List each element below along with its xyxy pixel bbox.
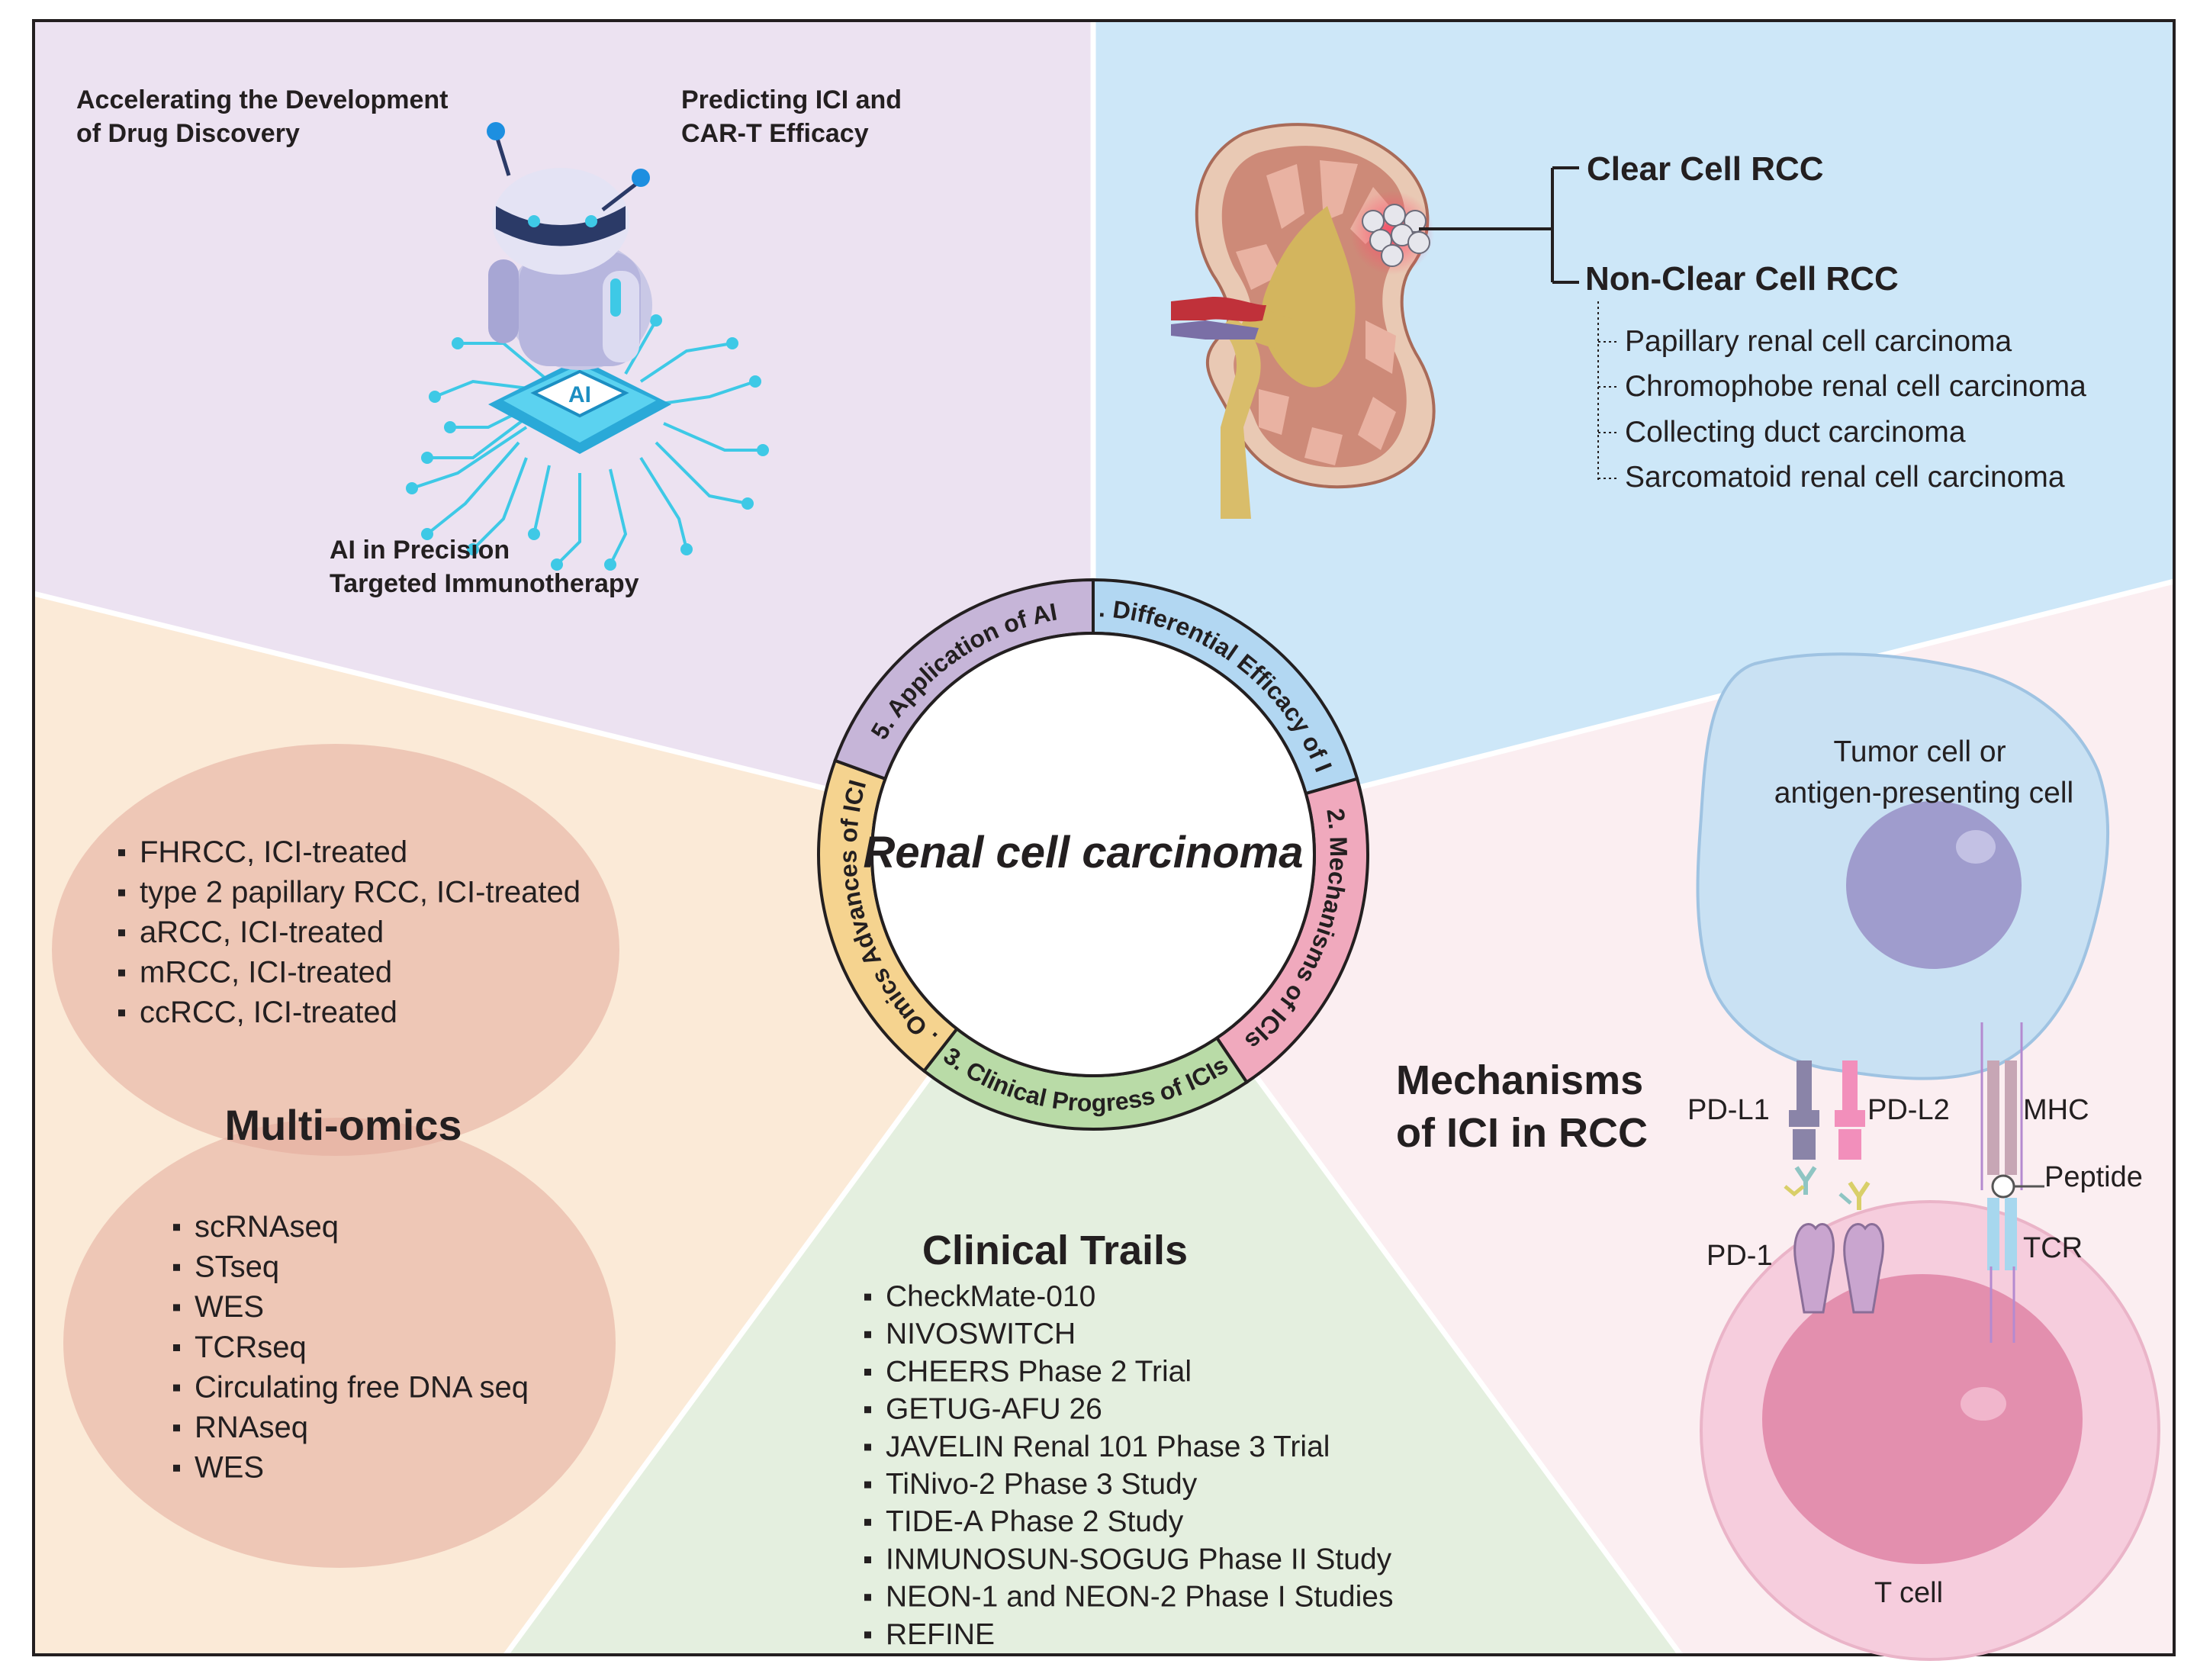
bullet [864, 1443, 871, 1451]
bullet [864, 1293, 871, 1301]
rcc-subtype-dotted-lines [1597, 301, 1617, 482]
bullet [118, 929, 125, 937]
pd-l1-label: PD-L1 [1687, 1094, 1770, 1126]
tumor-cell-label: Tumor cell or antigen-presenting cell [1774, 735, 2073, 809]
list-item: GETUG-AFU 26 [886, 1393, 1102, 1426]
t-cell-illustration [1700, 1200, 2160, 1661]
list-item: Circulating free DNA seq [195, 1370, 529, 1404]
bullet [173, 1304, 180, 1311]
peptide-label: Peptide [2044, 1161, 2143, 1193]
t-cell-label: T cell [1874, 1577, 1943, 1609]
list-item: mRCC, ICI-treated [140, 956, 392, 990]
bullet [864, 1594, 871, 1601]
list-item: CHEERS Phase 2 Trial [886, 1355, 1192, 1388]
bullet [118, 849, 125, 857]
ai-label-predicting: Predicting ICI and CAR-T Efficacy [681, 85, 909, 148]
bullet [864, 1369, 871, 1376]
rcc-subtype-item: Chromophobe renal cell carcinoma [1625, 370, 2086, 403]
outer-frame [32, 19, 2176, 1656]
bullet [864, 1406, 871, 1414]
rcc-subtype-item: Papillary renal cell carcinoma [1625, 325, 2012, 358]
list-item: type 2 papillary RCC, ICI-treated [140, 876, 581, 909]
bullet [173, 1384, 180, 1392]
list-item: WES [195, 1290, 264, 1324]
bullet [173, 1224, 180, 1231]
bullet [173, 1263, 180, 1271]
bullet [864, 1481, 871, 1489]
panel-clinical-trials [506, 854, 1681, 1655]
rcc-clear-cell-label: Clear Cell RCC [1587, 150, 1824, 188]
pd-1-label: PD-1 [1706, 1240, 1773, 1272]
list-item: aRCC, ICI-treated [140, 916, 384, 949]
bullet [864, 1518, 871, 1526]
rcc-subtype-list: Papillary renal cell carcinoma Chromopho… [1625, 325, 2086, 494]
list-item: NIVOSWITCH [886, 1318, 1076, 1350]
list-item: FHRCC, ICI-treated [140, 835, 407, 869]
bullet [173, 1424, 180, 1432]
rcc-subtype-item: Sarcomatoid renal cell carcinoma [1625, 461, 2065, 494]
rcc-non-clear-cell-label: Non-Clear Cell RCC [1585, 260, 1899, 298]
list-item: CheckMate-010 [886, 1280, 1095, 1313]
kidney-illustration [1171, 123, 1436, 519]
bullet [864, 1631, 871, 1639]
center-title: Renal cell carcinoma [863, 828, 1303, 877]
list-item: scRNAseq [195, 1210, 339, 1244]
list-item: REFINE [886, 1618, 995, 1651]
bullet [118, 969, 125, 977]
tumor-cell-illustration [1696, 652, 2110, 1080]
list-item: WES [195, 1451, 264, 1485]
mechanisms-title: Mechanisms of ICI in RCC [1396, 1057, 1655, 1156]
rcc-subtype-item: Collecting duct carcinoma [1625, 416, 1966, 449]
list-item: RNAseq [195, 1411, 308, 1444]
omics-ellipses [52, 744, 619, 1568]
list-item: NEON-1 and NEON-2 Phase I Studies [886, 1581, 1393, 1614]
chip-ai-label: AI [568, 382, 591, 407]
mhc-label: MHC [2023, 1094, 2089, 1126]
bullet [864, 1556, 871, 1564]
bullet [173, 1464, 180, 1472]
center-circle [870, 632, 1316, 1077]
omics-upper-list: FHRCC, ICI-treated type 2 papillary RCC, … [118, 835, 581, 1029]
list-item: INMUNOSUN-SOGUG Phase II Study [886, 1543, 1392, 1575]
list-item: JAVELIN Renal 101 Phase 3 Trial [886, 1431, 1330, 1463]
bullet [118, 889, 125, 896]
list-item: ccRCC, ICI-treated [140, 996, 397, 1029]
receptor-illustrations [1784, 1022, 2044, 1343]
bullet [118, 1009, 125, 1017]
tcr-label: TCR [2023, 1232, 2083, 1264]
clinical-title: Clinical Trails [922, 1228, 1188, 1273]
ai-label-drug-discovery: Accelerating the Development of Drug Dis… [76, 85, 455, 148]
list-item: STseq [195, 1250, 279, 1284]
list-item: TCRseq [195, 1331, 307, 1364]
bullet [173, 1344, 180, 1351]
pd-l2-label: PD-L2 [1867, 1094, 1950, 1126]
list-item: TiNivo-2 Phase 3 Study [886, 1468, 1198, 1501]
bullet [864, 1331, 871, 1338]
omics-title: Multi-omics [224, 1101, 462, 1149]
rcc-type-bracket [1419, 166, 1579, 284]
list-item: TIDE-A Phase 2 Study [886, 1505, 1184, 1538]
ai-robot-illustration: AI [406, 122, 769, 571]
ai-label-precision: AI in Precision Targeted Immunotherapy [330, 536, 639, 598]
